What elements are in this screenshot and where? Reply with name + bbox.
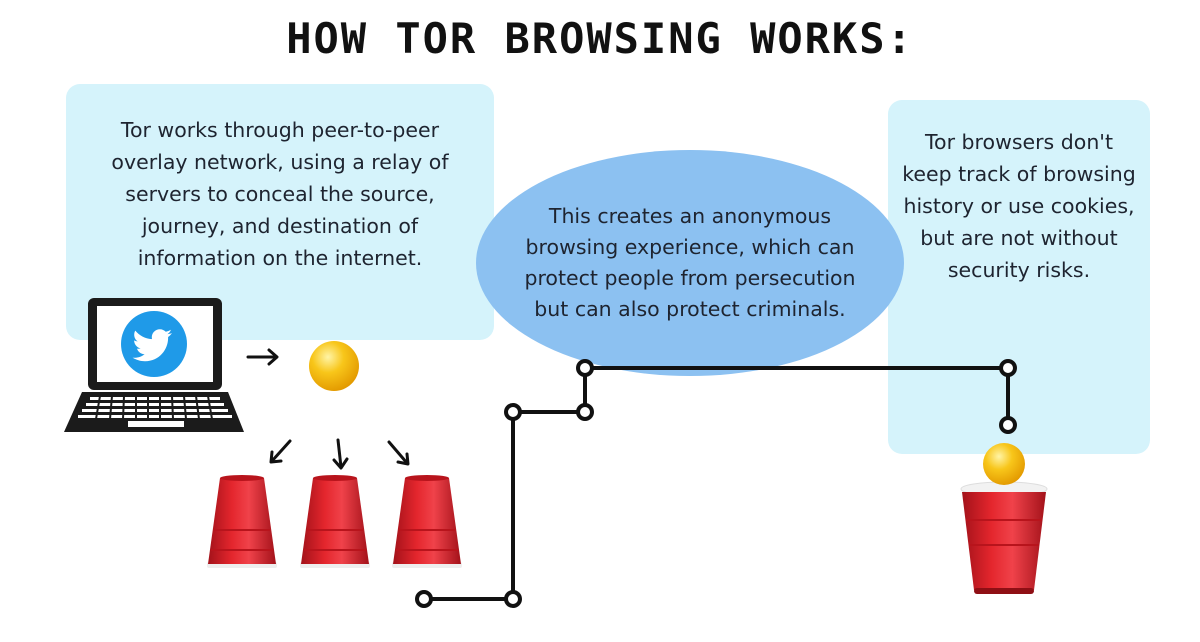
info-box-right-text: Tor browsers don't keep track of browsin…	[902, 130, 1136, 282]
circuit-node-icon	[999, 359, 1017, 377]
twitter-bird-icon	[121, 311, 187, 377]
page-title: How Tor browsing works:	[286, 14, 914, 63]
arrow-icon	[269, 439, 292, 464]
yellow-ball-icon	[983, 443, 1025, 485]
circuit-node-icon	[504, 403, 522, 421]
circuit-node-icon	[415, 590, 433, 608]
circuit-node-icon	[504, 590, 522, 608]
circuit-node-icon	[576, 359, 594, 377]
info-box-left: Tor works through peer-to-peer overlay n…	[66, 84, 494, 340]
red-cup-icon	[207, 475, 277, 568]
arrow-icon	[332, 438, 349, 470]
red-cup-icon	[960, 481, 1048, 594]
info-box-right: Tor browsers don't keep track of browsin…	[888, 100, 1150, 454]
red-cup-icon	[392, 475, 462, 568]
circuit-node-icon	[999, 416, 1017, 434]
yellow-ball-icon	[309, 341, 359, 391]
info-ellipse-center-text: This creates an anonymous browsing exper…	[524, 204, 856, 321]
info-box-left-text: Tor works through peer-to-peer overlay n…	[111, 118, 449, 270]
info-ellipse-center: This creates an anonymous browsing exper…	[476, 150, 904, 376]
red-cup-icon	[300, 475, 370, 568]
circuit-node-icon	[576, 403, 594, 421]
arrow-icon	[387, 440, 410, 466]
arrow-icon	[246, 348, 279, 366]
